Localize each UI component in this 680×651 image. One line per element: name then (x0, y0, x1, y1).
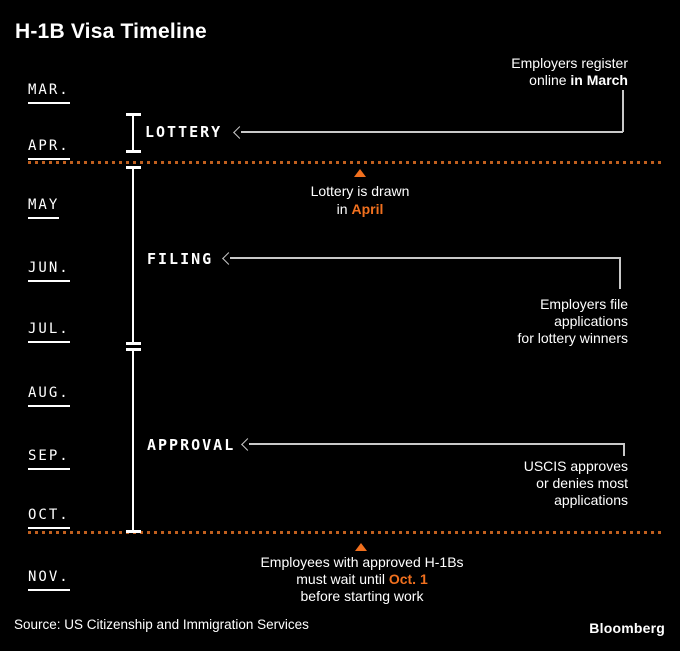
dotted-divider-october (28, 531, 664, 534)
approval-connector-elbow (623, 443, 625, 456)
october-triangle-marker-icon (355, 543, 367, 551)
lottery-connector-line (241, 131, 623, 133)
month-nov: NOV. (28, 568, 70, 591)
lottery-connector-elbow (622, 90, 624, 132)
lottery-note: Employers register online in March (511, 55, 628, 89)
lottery-stage-label: LOTTERY (145, 123, 223, 141)
approval-note-line3: applications (554, 492, 628, 508)
filing-bracket-bottom-serif (126, 342, 141, 345)
bloomberg-logo: Bloomberg (589, 620, 665, 636)
month-label: AUG. (28, 386, 70, 407)
month-label: MAR. (28, 83, 70, 104)
filing-arrowhead-icon (222, 252, 235, 265)
month-jul: JUL. (28, 320, 70, 343)
page-title: H-1B Visa Timeline (15, 20, 207, 43)
april-callout-line1: Lottery is drawn (310, 183, 410, 199)
april-triangle-marker-icon (354, 169, 366, 177)
filing-note-line2: applications (554, 313, 628, 329)
lottery-arrowhead-icon (233, 126, 246, 139)
filing-note-line1: Employers file (540, 296, 628, 312)
source-credit: Source: US Citizenship and Immigration S… (14, 617, 309, 632)
approval-arrowhead-icon (241, 438, 254, 451)
month-may: MAY (28, 196, 60, 219)
month-label: NOV. (28, 570, 70, 591)
filing-note: Employers file applications for lottery … (518, 296, 628, 347)
filing-bracket-top-serif (126, 166, 141, 169)
approval-bracket-top-serif (126, 348, 141, 351)
approval-note-line1: USCIS approves (523, 458, 628, 474)
april-callout-accent: April (351, 201, 384, 217)
lottery-note-line1: Employers register (511, 55, 628, 71)
approval-note: USCIS approves or denies most applicatio… (524, 458, 628, 509)
lottery-bracket-bottom-serif (126, 150, 141, 153)
lottery-note-line2: online (529, 72, 571, 88)
october-callout-line3: before starting work (300, 588, 424, 604)
filing-stage-label: FILING (147, 250, 214, 268)
month-sep: SEP. (28, 447, 70, 470)
filing-note-line3: for lottery winners (517, 330, 628, 346)
month-label: JUL. (28, 322, 70, 343)
month-label: MAY (28, 198, 60, 219)
month-label: SEP. (28, 449, 70, 470)
month-jun: JUN. (28, 259, 70, 282)
filing-bracket-line (132, 167, 134, 345)
month-label: APR. (28, 139, 70, 160)
month-oct: OCT. (28, 506, 70, 529)
month-apr: APR. (28, 137, 70, 160)
april-callout-line2-prefix: in (336, 201, 352, 217)
october-callout: Employees with approved H-1Bs must wait … (232, 554, 492, 605)
october-callout-line2-prefix: must wait until (296, 571, 389, 587)
lottery-bracket-line (132, 114, 134, 152)
month-mar: MAR. (28, 81, 70, 104)
october-callout-line1: Employees with approved H-1Bs (260, 554, 464, 570)
april-callout: Lottery is drawn in April (260, 182, 460, 218)
approval-bracket-bottom-serif (126, 530, 141, 533)
filing-connector-line (230, 257, 620, 259)
approval-connector-line (249, 443, 624, 445)
october-callout-accent: Oct. 1 (388, 571, 428, 587)
lottery-note-line2-bold: in March (570, 72, 628, 88)
approval-note-line2: or denies most (536, 475, 628, 491)
month-aug: AUG. (28, 384, 70, 407)
month-label: OCT. (28, 508, 70, 529)
approval-stage-label: APPROVAL (147, 436, 236, 454)
approval-bracket-line (132, 349, 134, 533)
filing-connector-elbow (619, 257, 621, 289)
dotted-divider-april (28, 161, 664, 164)
month-label: JUN. (28, 261, 70, 282)
lottery-bracket-top-serif (126, 113, 141, 116)
